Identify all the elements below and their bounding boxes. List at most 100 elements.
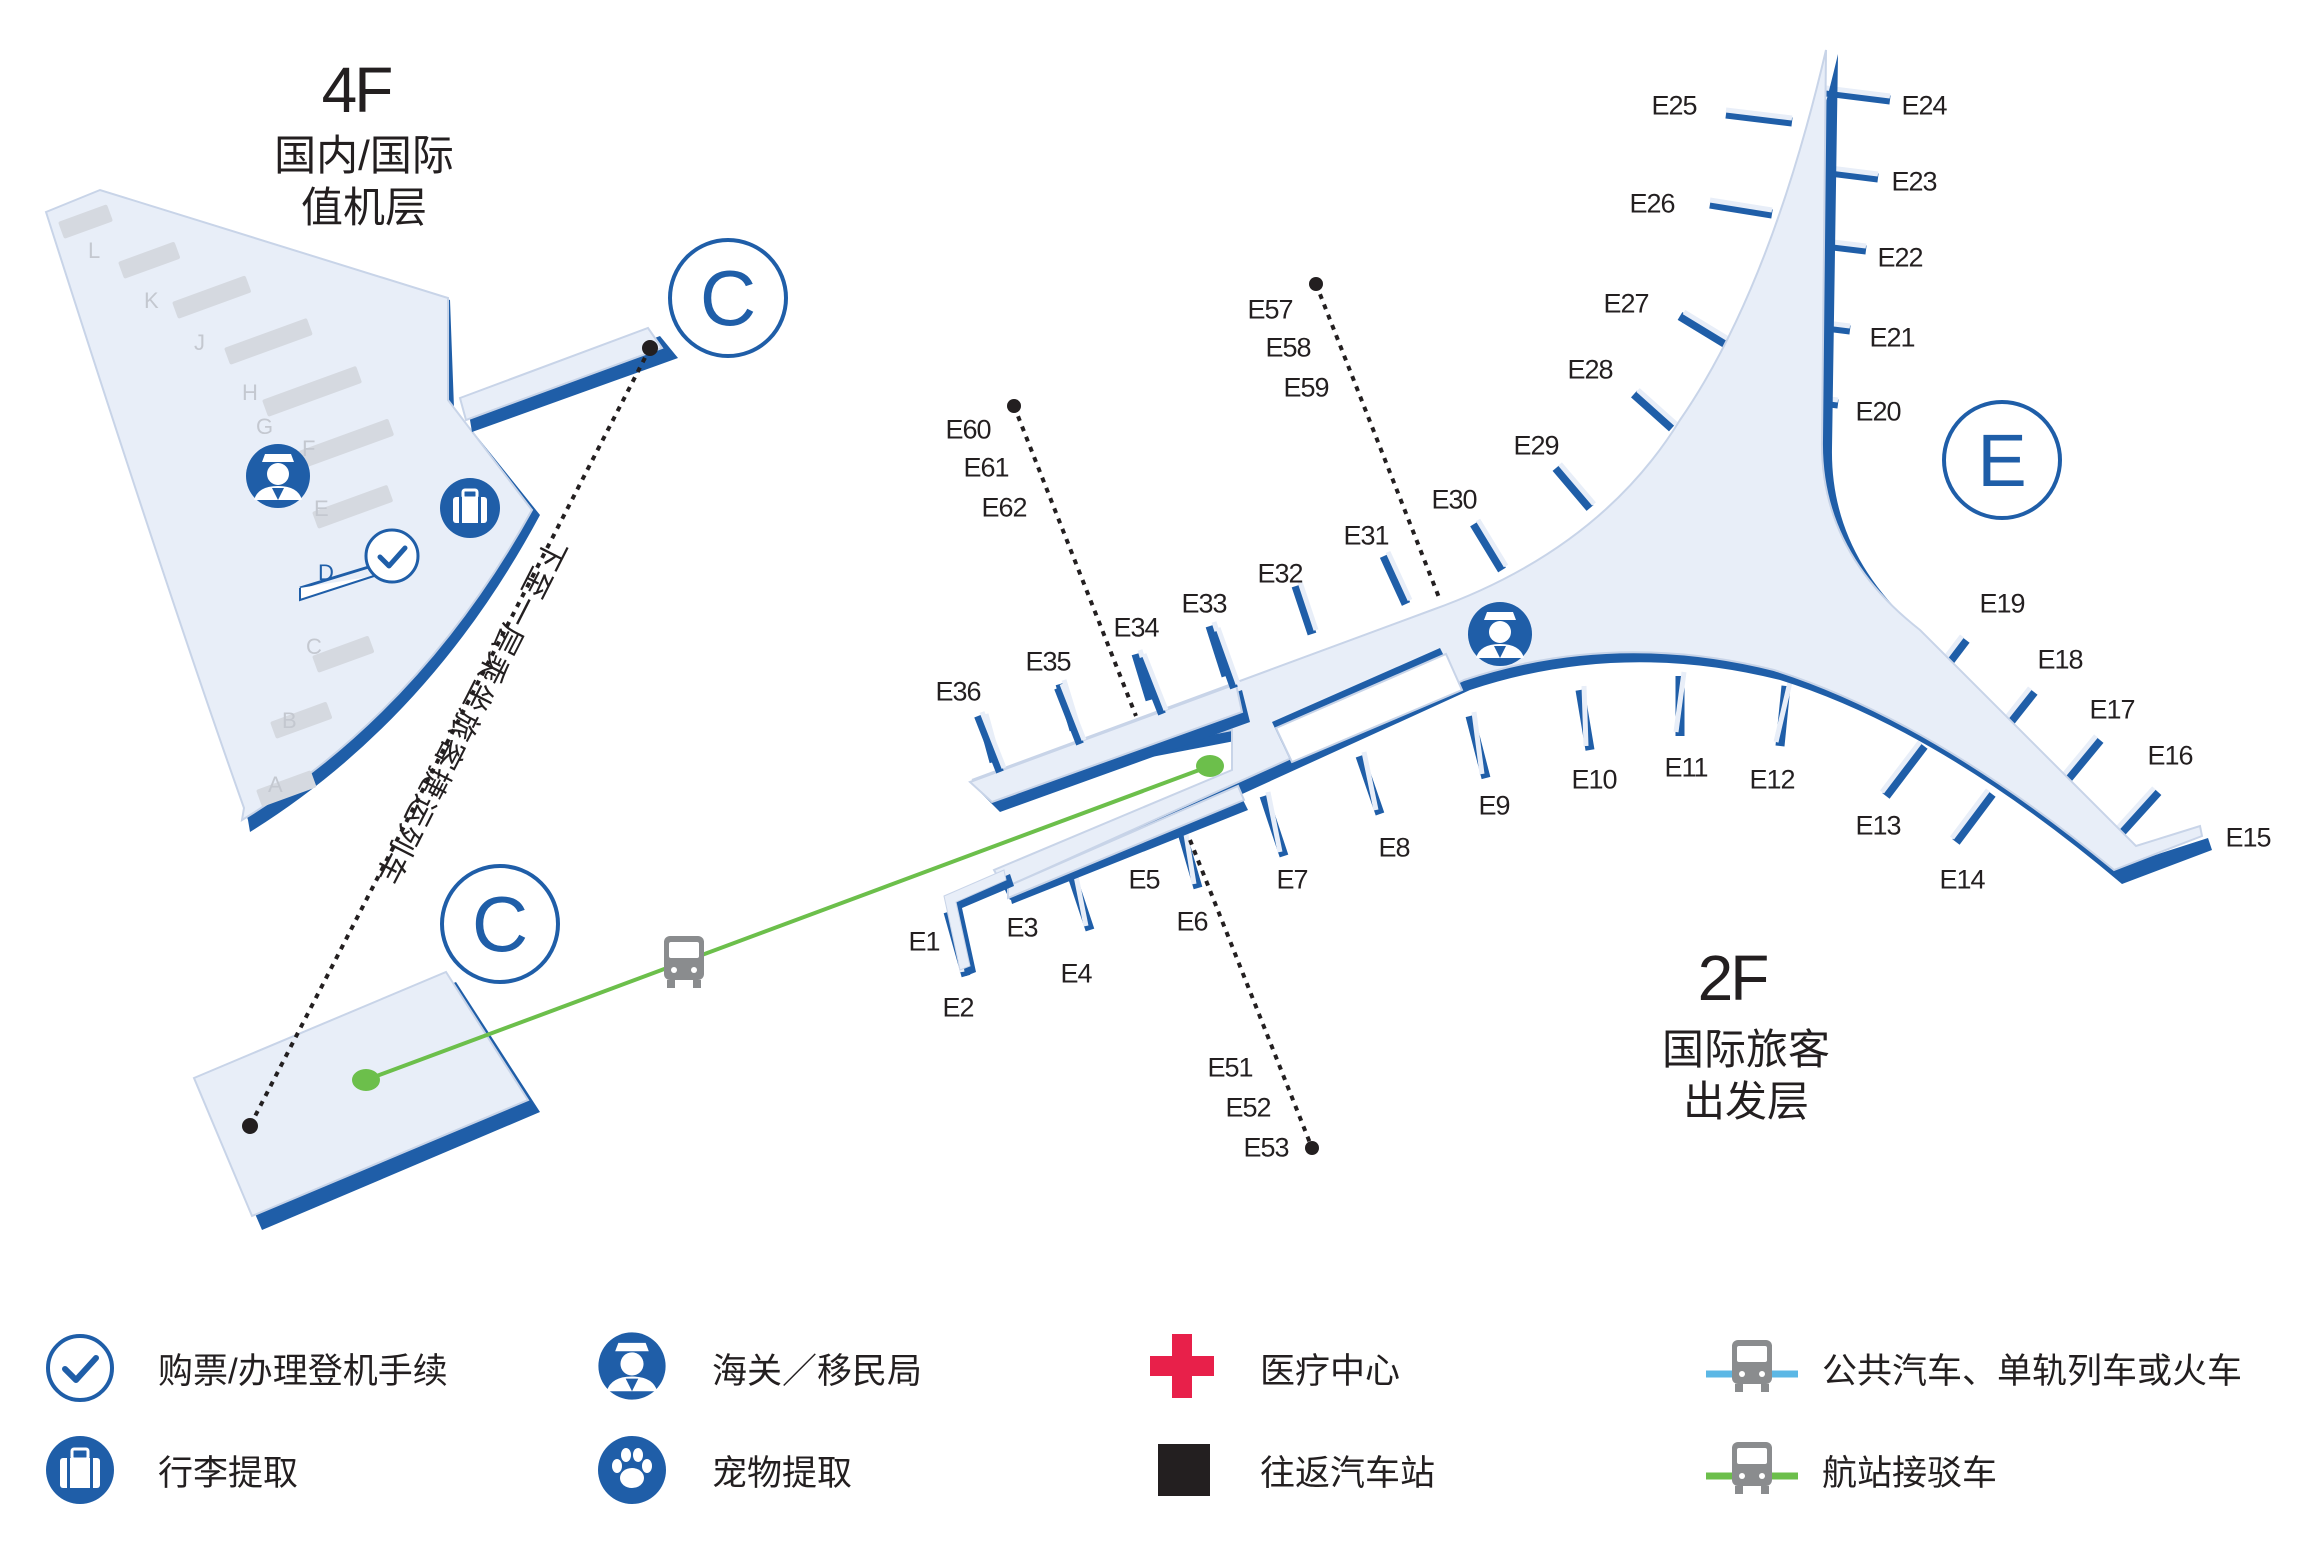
terminal-shuttle-route (365, 764, 1211, 1082)
concourse-c-badge-lower[interactable]: C (440, 864, 560, 984)
gate-e36[interactable]: E36 (935, 676, 981, 707)
gate-e57[interactable]: E57 (1247, 294, 1293, 325)
medical-cross-icon (1150, 1334, 1214, 1398)
bus-icon (664, 936, 704, 988)
floor-2f-level: 2F (1697, 942, 1770, 1014)
legend-customs-label: 海关／移民局 (712, 1351, 923, 1391)
checkin-row-f: F (302, 436, 316, 461)
gate-e34[interactable]: E34 (1113, 612, 1159, 643)
concourse-c-station (192, 970, 540, 1230)
people-mover-stop-bottom (242, 1118, 258, 1134)
concourse-c-badge-upper[interactable]: C (668, 238, 788, 358)
checkin-row-j: J (194, 330, 205, 355)
legend-public-transit: 公共汽车、单轨列车或火车 (1784, 1328, 2242, 1408)
gate-e32[interactable]: E32 (1257, 558, 1303, 589)
gate-e28[interactable]: E28 (1567, 354, 1613, 385)
check-icon (46, 1334, 114, 1402)
checkin-hall-4f (44, 188, 678, 832)
gate-e31[interactable]: E31 (1343, 520, 1389, 551)
gate-e23[interactable]: E23 (1891, 166, 1937, 197)
people-mover-path (248, 347, 652, 1127)
checkin-row-d: D (318, 560, 334, 585)
customs-officer-icon (246, 444, 310, 508)
concourse-e-badge[interactable]: E (1942, 400, 2062, 520)
gate-e10[interactable]: E10 (1571, 764, 1617, 795)
floor-2f-name: 国际旅客 出发层 (1662, 1024, 1830, 1128)
legend-checkin: 购票/办理登机手续 (120, 1328, 448, 1408)
customs-officer-icon (598, 1332, 666, 1400)
legend-baggage: 行李提取 (120, 1430, 298, 1510)
gate-e2[interactable]: E2 (942, 992, 974, 1023)
gate-e30[interactable]: E30 (1431, 484, 1477, 515)
gate-e6[interactable]: E6 (1176, 906, 1208, 937)
public-transit-icon (1706, 1340, 1798, 1392)
gate-e59[interactable]: E59 (1283, 372, 1329, 403)
gate-e24[interactable]: E24 (1901, 90, 1947, 121)
check-icon (364, 528, 420, 584)
floor-4f-name-line2: 值机层 (300, 184, 428, 231)
legend-medical-label: 医疗中心 (1260, 1351, 1401, 1391)
legend-terminal-shuttle-label: 航站接驳车 (1822, 1453, 1998, 1493)
gate-e18[interactable]: E18 (2037, 644, 2083, 675)
floor-2f-name-line1: 国际旅客 (1661, 1026, 1831, 1073)
gate-e4[interactable]: E4 (1060, 958, 1092, 989)
gate-e26[interactable]: E26 (1629, 188, 1675, 219)
gate-e13[interactable]: E13 (1855, 810, 1901, 841)
customs-officer-icon (1468, 602, 1532, 666)
checkin-row-k: K (144, 288, 159, 313)
checkin-row-h: H (242, 380, 258, 405)
gate-e16[interactable]: E16 (2147, 740, 2193, 771)
remote-path-e51 (1188, 839, 1314, 1149)
remote-path-e57 (1314, 283, 1442, 601)
gate-e7[interactable]: E7 (1276, 864, 1308, 895)
floor-4f-level: 4F (321, 54, 394, 126)
gate-e53[interactable]: E53 (1243, 1132, 1289, 1163)
gate-e61[interactable]: E61 (963, 452, 1009, 483)
legend-baggage-label: 行李提取 (158, 1453, 299, 1493)
gate-e11[interactable]: E11 (1664, 752, 1708, 783)
terminal-shuttle-icon (1706, 1442, 1798, 1494)
legend-public-transit-label: 公共汽车、单轨列车或火车 (1822, 1351, 2243, 1391)
gate-e3[interactable]: E3 (1006, 912, 1038, 943)
gate-e29[interactable]: E29 (1513, 430, 1559, 461)
legend-checkin-label: 购票/办理登机手续 (158, 1351, 448, 1391)
legend-medical: 医疗中心 (1222, 1328, 1400, 1408)
legend-terminal-shuttle: 航站接驳车 (1784, 1430, 1997, 1510)
gate-e19[interactable]: E19 (1979, 588, 2025, 619)
floor-4f-name: 国内/国际 值机层 (274, 130, 454, 234)
gate-e9[interactable]: E9 (1478, 790, 1510, 821)
gate-e14[interactable]: E14 (1939, 864, 1985, 895)
legend-pet: 宠物提取 (674, 1430, 852, 1510)
checkin-row-c: C (306, 634, 322, 659)
gate-e33[interactable]: E33 (1181, 588, 1227, 619)
gate-e27[interactable]: E27 (1603, 288, 1649, 319)
gate-e25[interactable]: E25 (1651, 90, 1697, 121)
gate-e58[interactable]: E58 (1265, 332, 1311, 363)
legend-pet-label: 宠物提取 (712, 1453, 853, 1493)
checkin-row-a: A (268, 772, 283, 797)
gate-e21[interactable]: E21 (1869, 322, 1915, 353)
floor-2f-name-line2: 出发层 (1682, 1078, 1810, 1125)
gate-e5[interactable]: E5 (1128, 864, 1160, 895)
gate-e60[interactable]: E60 (945, 414, 991, 445)
gate-e15[interactable]: E15 (2225, 822, 2271, 853)
gate-e62[interactable]: E62 (981, 492, 1027, 523)
gate-e1[interactable]: E1 (908, 926, 940, 957)
gate-e35[interactable]: E35 (1025, 646, 1071, 677)
gate-e17[interactable]: E17 (2089, 694, 2135, 725)
checkin-row-e: E (314, 496, 329, 521)
remote-path-e60 (1012, 405, 1138, 717)
legend-shuttle-stop-label: 往返汽车站 (1260, 1453, 1436, 1493)
gate-e22[interactable]: E22 (1877, 242, 1923, 273)
gate-e8[interactable]: E8 (1378, 832, 1410, 863)
checkin-row-l: L (88, 238, 101, 263)
gate-e20[interactable]: E20 (1855, 396, 1901, 427)
concourse-e (943, 49, 2212, 978)
gate-e51[interactable]: E51 (1207, 1052, 1253, 1083)
floor-4f-name-line1: 国内/国际 (274, 132, 454, 179)
shuttle-stop-icon (1158, 1444, 1210, 1496)
gate-e52[interactable]: E52 (1225, 1092, 1271, 1123)
legend-customs: 海关／移民局 (674, 1328, 922, 1408)
gate-e12[interactable]: E12 (1749, 764, 1795, 795)
